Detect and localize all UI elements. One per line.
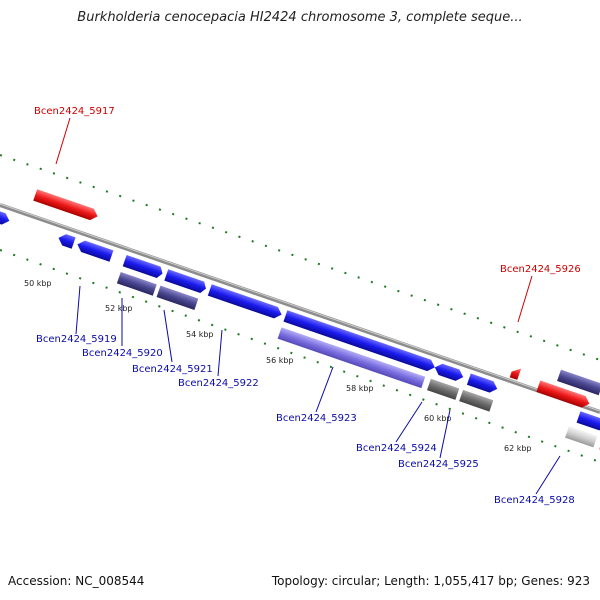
topology-summary-text: Topology: circular; Length: 1,055,417 bp… (271, 574, 590, 588)
gene-bcen2424-5926[interactable] (536, 380, 591, 409)
gene-label[interactable]: Bcen2424_5919 (36, 334, 117, 345)
scale-tick-label: 60 kbp (424, 414, 452, 423)
gene-silver[interactable] (565, 426, 598, 448)
scale-tick-label: 56 kbp (266, 356, 294, 365)
gene-left-edge[interactable] (0, 207, 11, 226)
gene-bcen2424-5924[interactable] (433, 362, 465, 383)
chromosome-backbone (0, 203, 600, 414)
gene-navy-1[interactable] (116, 271, 157, 296)
gene-label-connector (535, 455, 561, 495)
map-title: Burkholderia cenocepacia HI2424 chromoso… (77, 10, 523, 25)
gene-label[interactable]: Bcen2424_5922 (178, 378, 259, 389)
gene-label[interactable]: Bcen2424_5923 (276, 413, 357, 424)
gene-navy-2[interactable] (156, 285, 199, 311)
chromosome-backbone-highlight (0, 203, 600, 412)
gene-label[interactable]: Bcen2424_5921 (132, 364, 213, 375)
scale-tick-label: 54 kbp (186, 330, 214, 339)
gene-label-connector (55, 117, 71, 165)
gene-label[interactable]: Bcen2424_5926 (500, 264, 581, 275)
gene-label[interactable]: Bcen2424_5917 (34, 106, 115, 117)
gene-bcen2424-5922[interactable] (207, 284, 284, 320)
gene-label-connector (163, 309, 173, 363)
gene-label-connector (75, 285, 81, 335)
gene-label-connector (439, 409, 451, 459)
gene-grey-2[interactable] (459, 389, 494, 412)
gene-small-a[interactable] (57, 232, 76, 249)
gene-bcen2424-5926-small[interactable] (509, 366, 522, 380)
scale-tick-label: 62 kbp (504, 444, 532, 453)
gene-bcen2424-5917[interactable] (33, 189, 99, 222)
scale-tick-label: 50 kbp (24, 279, 52, 288)
gene-label-connector (217, 329, 223, 377)
gene-bcen2424-5919[interactable] (75, 239, 114, 262)
gene-bcen2424-5920[interactable] (122, 254, 165, 279)
gene-label[interactable]: Bcen2424_5928 (494, 495, 575, 506)
gene-lavender-bcen2424-5923[interactable] (277, 327, 426, 389)
accession-text: Accession: NC_008544 (8, 574, 145, 588)
outer-tick-track (0, 154, 600, 361)
gene-label[interactable]: Bcen2424_5925 (398, 459, 479, 470)
gene-label-connector (517, 275, 533, 323)
gene-bcen2424-5926-top[interactable] (557, 369, 600, 396)
gene-label[interactable]: Bcen2424_5924 (356, 443, 437, 454)
gene-label-connector (315, 366, 334, 413)
gene-label-connector (395, 401, 423, 443)
scale-tick-label: 52 kbp (105, 304, 133, 313)
gene-bcen2424-5928[interactable] (576, 411, 600, 432)
gene-label[interactable]: Bcen2424_5920 (82, 348, 163, 359)
gene-grey-1[interactable] (427, 378, 460, 400)
gene-bcen2424-5923[interactable] (283, 310, 436, 373)
scale-tick-label: 58 kbp (346, 384, 374, 393)
gene-bcen2424-5925[interactable] (466, 373, 499, 394)
gene-bcen2424-5921[interactable] (164, 269, 208, 294)
